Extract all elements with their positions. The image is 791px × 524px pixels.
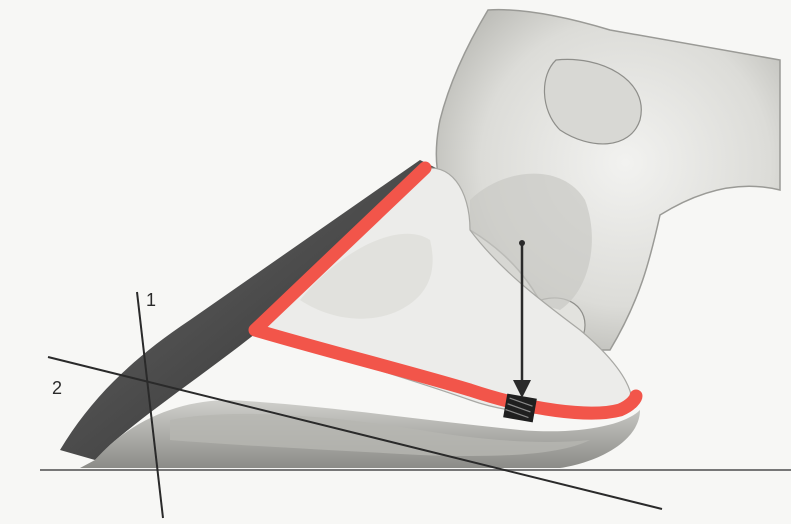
reference-line-1-label: 1 xyxy=(146,290,156,311)
force-arrow-origin xyxy=(519,240,525,246)
pressure-marker xyxy=(503,394,537,423)
reference-line-2-label: 2 xyxy=(52,378,62,399)
